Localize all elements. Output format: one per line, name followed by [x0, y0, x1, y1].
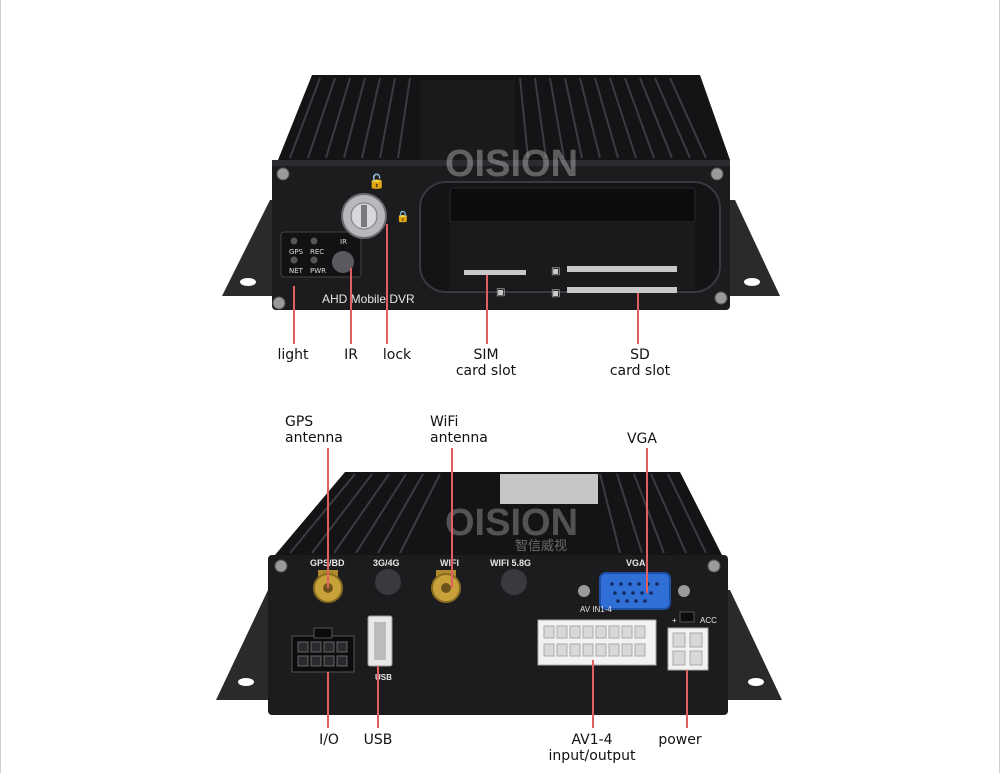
- pointer-av: [592, 660, 594, 728]
- pointer-power: [686, 670, 688, 728]
- pointer-gps: [327, 448, 329, 588]
- svg-text:3G/4G: 3G/4G: [373, 558, 400, 568]
- callout-vga: VGA: [626, 431, 657, 447]
- watermark-back: OISION: [445, 502, 578, 544]
- svg-text:USB: USB: [375, 673, 392, 682]
- callout-usb: USB: [363, 732, 393, 748]
- svg-text:🔓: 🔓: [368, 173, 385, 190]
- callout-lock: lock: [382, 347, 412, 363]
- watermark-front: OISION: [445, 143, 578, 185]
- front-view-device: OISION 智信威视 GPS REC NET PWR IR 🔓 🔒 AHD M…: [222, 75, 780, 310]
- back-view-device: OISION 智信威视 GPS/BD 3G/4G WIFI WIFI 5.8G …: [216, 472, 782, 715]
- pointer-sim: [486, 275, 488, 344]
- pointer-lock: [386, 224, 388, 344]
- pointer-sd: [637, 293, 639, 344]
- pointer-ir: [350, 268, 352, 344]
- callout-io: I/O: [319, 732, 339, 748]
- pointer-vga: [646, 448, 648, 593]
- vga-port: [599, 572, 671, 610]
- svg-text:WIFI 5.8G: WIFI 5.8G: [490, 558, 531, 568]
- pointer-wifi: [451, 448, 453, 588]
- io-connector: [291, 635, 355, 673]
- sd-slot-1: [567, 266, 677, 272]
- svg-text:AV IN1-4: AV IN1-4: [580, 605, 612, 614]
- callout-ir: IR: [344, 347, 358, 363]
- svg-text:VGA: VGA: [626, 558, 646, 568]
- svg-text:智信威视: 智信威视: [515, 538, 567, 553]
- sd-slot-2: [567, 287, 677, 293]
- svg-text:REC: REC: [310, 248, 324, 256]
- right-mount-ear: [720, 200, 780, 296]
- model-label: AHD Mobile DVR: [322, 292, 415, 306]
- pointer-usb: [377, 666, 379, 728]
- svg-text:▣: ▣: [496, 287, 505, 298]
- pointer-io: [327, 672, 329, 728]
- svg-text:🔒: 🔒: [396, 210, 410, 223]
- svg-text:▣: ▣: [551, 266, 560, 277]
- sim-slot: [464, 270, 526, 275]
- cell-antenna-cap: [375, 569, 401, 595]
- svg-text:ACC: ACC: [700, 616, 717, 625]
- pointer-light: [293, 286, 295, 344]
- callout-light: light: [277, 347, 309, 363]
- svg-text:PWR: PWR: [310, 267, 326, 275]
- wifi58-antenna-cap: [501, 569, 527, 595]
- svg-text:IR: IR: [340, 238, 347, 246]
- svg-text:+: +: [672, 616, 677, 625]
- callout-power: power: [658, 732, 702, 748]
- svg-text:NET: NET: [289, 267, 304, 275]
- svg-text:▣: ▣: [551, 288, 560, 299]
- ir-sensor: [332, 251, 354, 273]
- svg-text:WIFI: WIFI: [440, 558, 459, 568]
- svg-text:GPS: GPS: [289, 248, 304, 256]
